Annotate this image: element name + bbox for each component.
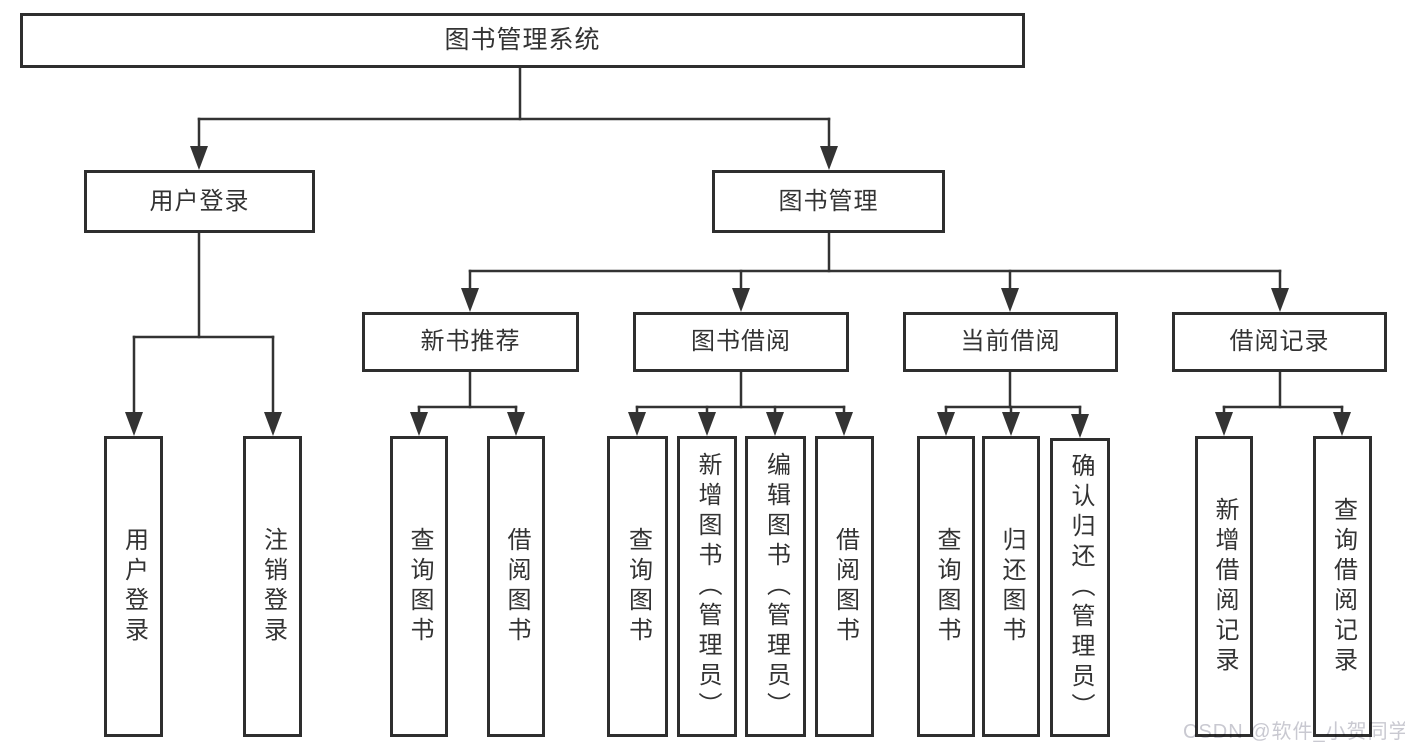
leaf-records-add-record: 新增借阅记录 [1195,436,1253,737]
leaf-recommend-borrow-books: 借阅图书 [487,436,545,737]
node-current-borrowing: 当前借阅 [903,312,1118,372]
leaf-current-return-books: 归还图书 [982,436,1040,737]
leaf-user-login: 用户登录 [104,436,163,737]
leaf-logout: 注销登录 [243,436,302,737]
node-borrow-records: 借阅记录 [1172,312,1387,372]
leaf-borrowing-edit-books-admin: 编辑图书（管理员） [745,436,806,737]
node-book-borrowing: 图书借阅 [633,312,849,372]
leaf-current-confirm-return-admin: 确认归还（管理员） [1050,438,1110,737]
leaf-borrowing-borrow-books: 借阅图书 [815,436,874,737]
leaf-recommend-query-books: 查询图书 [390,436,448,737]
leaf-current-query-books: 查询图书 [917,436,975,737]
arrowheads [125,146,1351,438]
leaf-borrowing-query-books: 查询图书 [607,436,668,737]
leaf-records-query-record: 查询借阅记录 [1313,436,1372,737]
leaf-borrowing-add-books-admin: 新增图书（管理员） [677,436,737,737]
node-user-login: 用户登录 [84,170,315,233]
node-book-management: 图书管理 [712,170,945,233]
node-new-book-recommend: 新书推荐 [362,312,579,372]
node-root-system: 图书管理系统 [20,13,1025,68]
csdn-watermark: CSDN @软件_小贺同学 [1183,721,1405,743]
